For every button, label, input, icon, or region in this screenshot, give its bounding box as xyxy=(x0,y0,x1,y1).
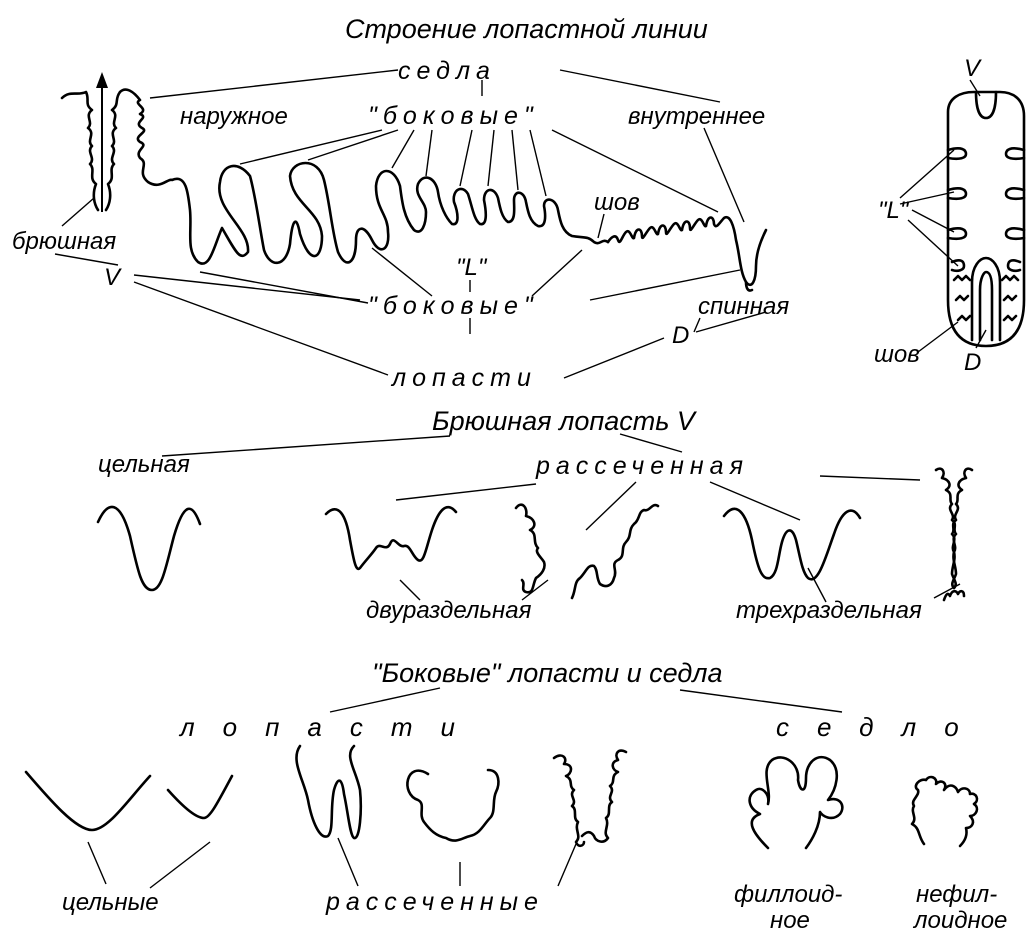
nonphylloid-label-1: нефил- xyxy=(916,881,997,908)
side-d-label: D xyxy=(964,349,981,376)
inner-saddle-label: внутреннее xyxy=(628,103,765,130)
ventral-lobe-label: брюшная xyxy=(12,228,116,255)
lateral-lobes-saddles-title: "Боковые" лопасти и седла xyxy=(372,658,723,688)
outer-saddle-label: наружное xyxy=(180,103,288,130)
dorsal-d-label: D xyxy=(672,322,689,349)
lobes-label: лопасти xyxy=(390,364,537,392)
dissected-label: рассеченная xyxy=(535,452,749,480)
side-l-label: "L" xyxy=(878,197,910,224)
nonphylloid-label-2: лоидное xyxy=(912,907,1007,934)
saddles-label: седла xyxy=(398,57,496,85)
lateral-lobe-saddle-shapes xyxy=(26,746,977,848)
side-view-drawing: V "L" шов D xyxy=(874,55,1024,376)
ventral-lobe-shapes xyxy=(98,469,972,600)
tripartite-label: трехраздельная xyxy=(736,597,922,624)
section-lateral-lobes-saddles: "Боковые" лопасти и седла лопасти седло … xyxy=(26,658,1007,934)
side-v-label: V xyxy=(964,55,982,82)
suture-structure-title: Строение лопастной линии xyxy=(345,14,708,44)
section-suture-structure: Строение лопастной линии седла наружное … xyxy=(12,14,789,392)
lateral-saddles-label: "боковые" xyxy=(368,102,539,130)
dorsal-lobe-label: спинная xyxy=(698,293,789,320)
dissected-plural-label: рассеченные xyxy=(325,888,544,916)
bipartite-label: двураздельная xyxy=(366,597,532,624)
phylloid-label-2: ное xyxy=(770,907,810,934)
whole-plural-label: цельные xyxy=(62,889,159,916)
section-ventral-lobe: Брюшная лопасть V цельная рассеченная дв… xyxy=(98,406,972,624)
suture-label: шов xyxy=(594,189,640,216)
saddle-row-label: седло xyxy=(776,712,987,742)
ventral-v-label: V xyxy=(104,264,122,291)
lateral-lobes-label: "боковые" xyxy=(368,292,539,320)
lobes-row-label: лопасти xyxy=(178,712,483,742)
phylloid-label-1: филлоид- xyxy=(734,881,842,908)
ventral-lobe-title: Брюшная лопасть V xyxy=(432,406,698,436)
side-suture-label: шов xyxy=(874,341,920,368)
lateral-l-label: "L" xyxy=(456,254,488,281)
